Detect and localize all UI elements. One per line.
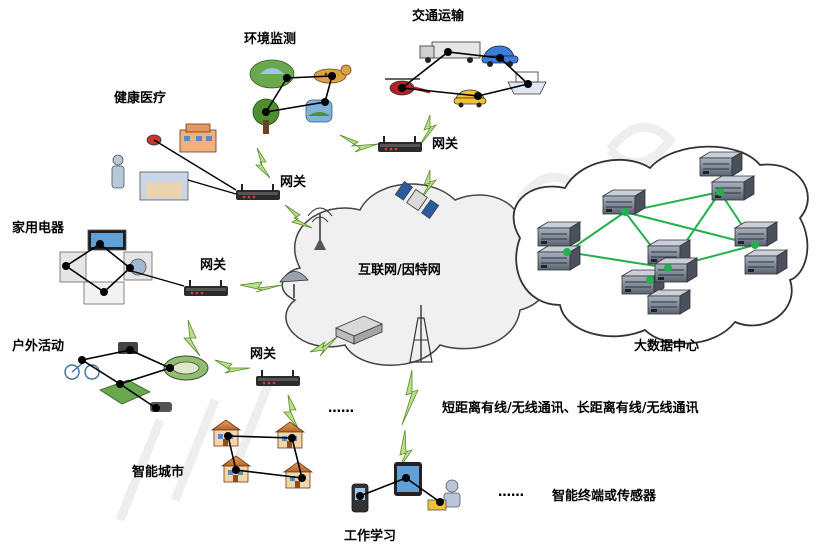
helicopter-icon bbox=[385, 78, 431, 96]
smart-city-cluster bbox=[211, 419, 313, 489]
server-icon bbox=[647, 289, 691, 315]
car-icon bbox=[453, 89, 487, 108]
gateway-links bbox=[127, 139, 237, 287]
server-icon bbox=[711, 175, 755, 201]
tree-icon bbox=[252, 98, 280, 134]
server-icon bbox=[699, 151, 743, 177]
label-environment: 环境监测 bbox=[244, 32, 297, 47]
legend-terminal-label: 智能终端或传感器 bbox=[552, 489, 657, 504]
tower-icon bbox=[307, 207, 333, 250]
label-smart-city: 智能城市 bbox=[132, 465, 185, 480]
tv-icon bbox=[87, 229, 127, 251]
label-data-center: 大数据中心 bbox=[634, 339, 700, 354]
building-icon bbox=[283, 461, 313, 489]
server-icon bbox=[744, 249, 788, 275]
label-gateway-bottom: 网关 bbox=[250, 347, 277, 362]
label-ellipsis: …… bbox=[328, 401, 354, 416]
home-appliance-cluster bbox=[59, 229, 153, 305]
hospital-photo-icon bbox=[139, 171, 189, 201]
label-home: 家用电器 bbox=[12, 221, 65, 236]
router-icon bbox=[184, 280, 228, 296]
field-map-icon bbox=[99, 379, 151, 405]
data-center-network bbox=[537, 151, 788, 315]
server-icon bbox=[537, 221, 581, 247]
radio-mast-icon bbox=[409, 305, 433, 363]
person-icon bbox=[111, 154, 125, 189]
server-icon bbox=[654, 257, 698, 283]
environment-cluster bbox=[249, 59, 352, 134]
health-cluster bbox=[111, 123, 217, 201]
stadium-icon bbox=[163, 355, 209, 381]
label-work-study: 工作学习 bbox=[344, 529, 397, 544]
label-gateway-left: 网关 bbox=[200, 258, 227, 273]
truck-icon bbox=[419, 41, 481, 63]
internet-cloud bbox=[281, 183, 551, 366]
label-gateway-top: 网关 bbox=[432, 137, 459, 152]
label-gateway-mid: 网关 bbox=[280, 175, 307, 190]
server-icon bbox=[537, 245, 581, 271]
switch-box-icon bbox=[335, 315, 383, 345]
satellite-icon bbox=[394, 180, 440, 220]
outdoor-cluster bbox=[64, 342, 209, 412]
router-icon bbox=[378, 136, 422, 152]
legend-dots: …… bbox=[498, 485, 524, 500]
router-icon bbox=[236, 184, 280, 200]
laptop-user-icon bbox=[427, 479, 461, 511]
router-icon bbox=[256, 370, 300, 386]
label-outdoor: 户外活动 bbox=[12, 339, 65, 354]
dish-icon bbox=[279, 271, 309, 298]
label-transport: 交通运输 bbox=[412, 9, 465, 24]
hospital-building-icon bbox=[179, 123, 217, 153]
transport-cluster bbox=[385, 41, 547, 108]
label-health: 健康医疗 bbox=[114, 91, 167, 106]
bicycle-icon bbox=[64, 361, 100, 380]
label-comm-types: 短距离有线/无线通讯、长距离有线/无线通讯 bbox=[442, 401, 699, 416]
work-study-cluster bbox=[351, 462, 461, 513]
label-internet: 互联网/因特网 bbox=[358, 263, 441, 278]
